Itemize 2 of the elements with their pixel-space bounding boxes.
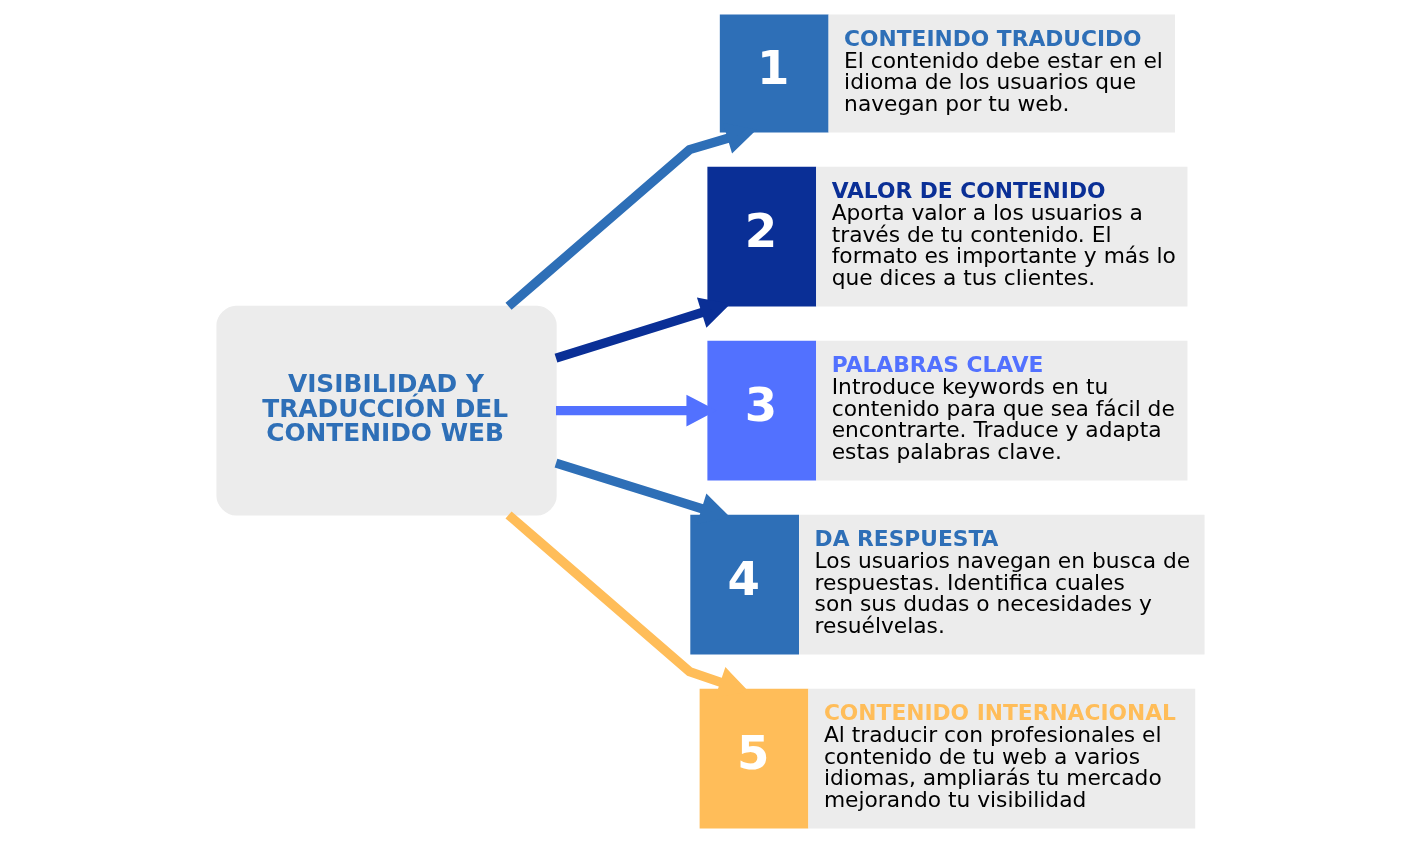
arrow [554, 297, 731, 363]
node-box: VISIBILIDAD Y TRADUCCIÓN DEL CONTENIDO WEB [216, 305, 557, 516]
